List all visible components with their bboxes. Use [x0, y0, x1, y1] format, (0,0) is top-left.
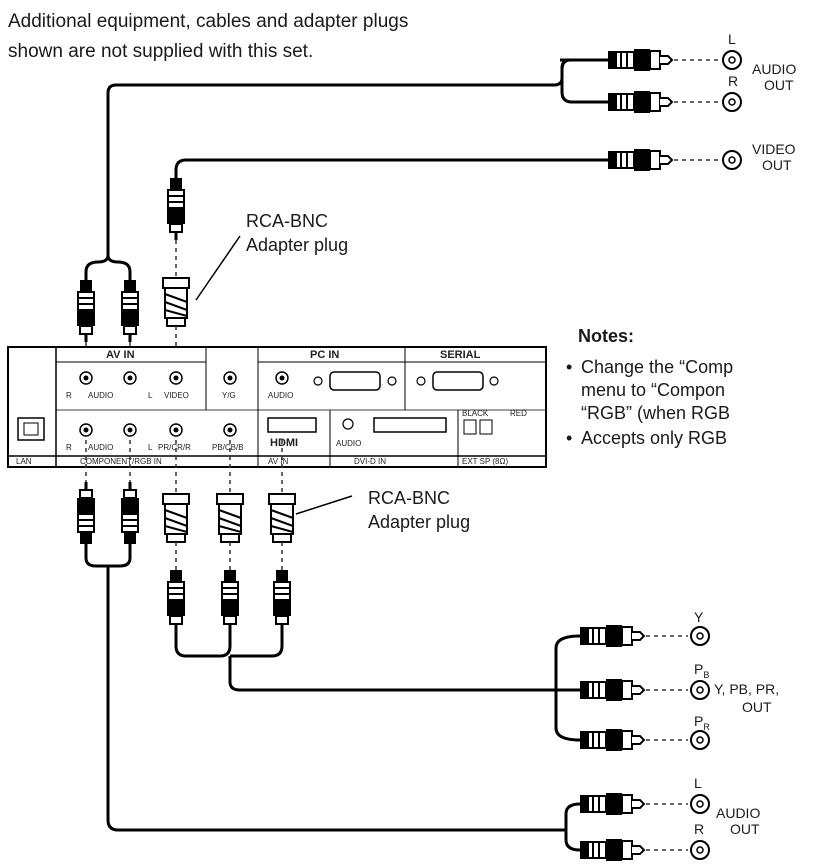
component-pr-label: PR	[694, 714, 710, 735]
audio-out-bottom-title: AUDIO	[716, 805, 761, 821]
component-desc-line-1: Y, PB, PR,	[714, 681, 780, 697]
panel-label-pc-in: PC IN	[310, 349, 339, 361]
audio-out-top-l-label: L	[728, 31, 736, 47]
audio-out-cable-bottom	[564, 792, 710, 862]
component-pr-main: P	[694, 713, 704, 729]
panel-label-hdmi: HDMI	[270, 437, 298, 449]
audio-out-bottom-l-label: L	[694, 775, 702, 791]
adapter-top-label-2: Adapter plug	[246, 235, 349, 255]
component-pb-main: P	[694, 661, 704, 677]
note-1-line-2: menu to “Compon	[581, 380, 726, 400]
panel-label-l-bottom: L	[148, 443, 153, 452]
panel-label-black: BLACK	[462, 409, 489, 418]
audio-out-top-r-label: R	[728, 73, 739, 89]
panel-label-av-in: AV IN	[106, 349, 135, 361]
panel-label-pr: PR/CR/R	[158, 443, 191, 452]
header-line-2: shown are not supplied with this set.	[8, 41, 314, 62]
panel-label-ext-sp: EXT SP (8Ω)	[462, 457, 508, 466]
component-desc-line-2: OUT	[742, 699, 772, 715]
video-out-cable	[165, 148, 742, 242]
panel-label-dvi-d-in: DVI-D IN	[354, 457, 386, 466]
panel-label-audio-bottom: AUDIO	[88, 443, 113, 452]
panel-label-l-top: L	[148, 391, 153, 400]
rear-panel: AV IN PC IN SERIAL R AUDIO L VIDEO Y/G A…	[7, 346, 547, 468]
audio-out-bottom-r-label: R	[694, 821, 705, 837]
adapter-top-label-1: RCA-BNC	[246, 211, 329, 231]
adapter-bottom-label-2: Adapter plug	[368, 512, 471, 532]
note-1-line-1: Change the “Comp	[581, 357, 734, 377]
panel-label-audio-top: AUDIO	[88, 391, 113, 400]
audio-out-cable-top	[84, 48, 742, 280]
panel-label-y-g: Y/G	[222, 391, 236, 400]
panel-label-audio-dvi: AUDIO	[336, 439, 361, 448]
panel-label-r-bottom: R	[66, 443, 72, 452]
panel-label-video: VIDEO	[164, 391, 189, 400]
note-2-line-1: Accepts only RGB	[581, 428, 728, 448]
panel-label-serial: SERIAL	[440, 349, 481, 361]
notes-title: Notes:	[578, 326, 635, 346]
note-bullet-2: •	[566, 428, 573, 448]
component-pb-sub: B	[703, 669, 710, 680]
component-cable	[174, 624, 710, 752]
panel-label-av-in-bottom: AV IN	[268, 457, 289, 466]
header-line-1: Additional equipment, cables and adapter…	[8, 11, 409, 32]
video-out-subtitle: OUT	[762, 157, 792, 173]
note-1-line-3: “RGB” (when RGB	[581, 403, 731, 423]
panel-label-red: RED	[510, 409, 527, 418]
adapter-bottom-label-1: RCA-BNC	[368, 488, 451, 508]
component-pr-sub: R	[703, 721, 710, 732]
panel-label-component-rgb-in: COMPONENT/RGB IN	[80, 457, 162, 466]
panel-label-pb: PB/CB/B	[212, 443, 244, 452]
panel-label-lan: LAN	[16, 457, 32, 466]
panel-label-r-top: R	[66, 391, 72, 400]
component-y-label: Y	[694, 609, 704, 625]
audio-out-top-subtitle: OUT	[764, 77, 794, 93]
component-pb-label: PB	[694, 662, 709, 683]
audio-out-bottom-subtitle: OUT	[730, 821, 760, 837]
note-bullet-1: •	[566, 357, 573, 377]
audio-out-top-title: AUDIO	[752, 61, 797, 77]
panel-label-audio-pc: AUDIO	[268, 391, 293, 400]
video-out-title: VIDEO	[752, 141, 796, 157]
